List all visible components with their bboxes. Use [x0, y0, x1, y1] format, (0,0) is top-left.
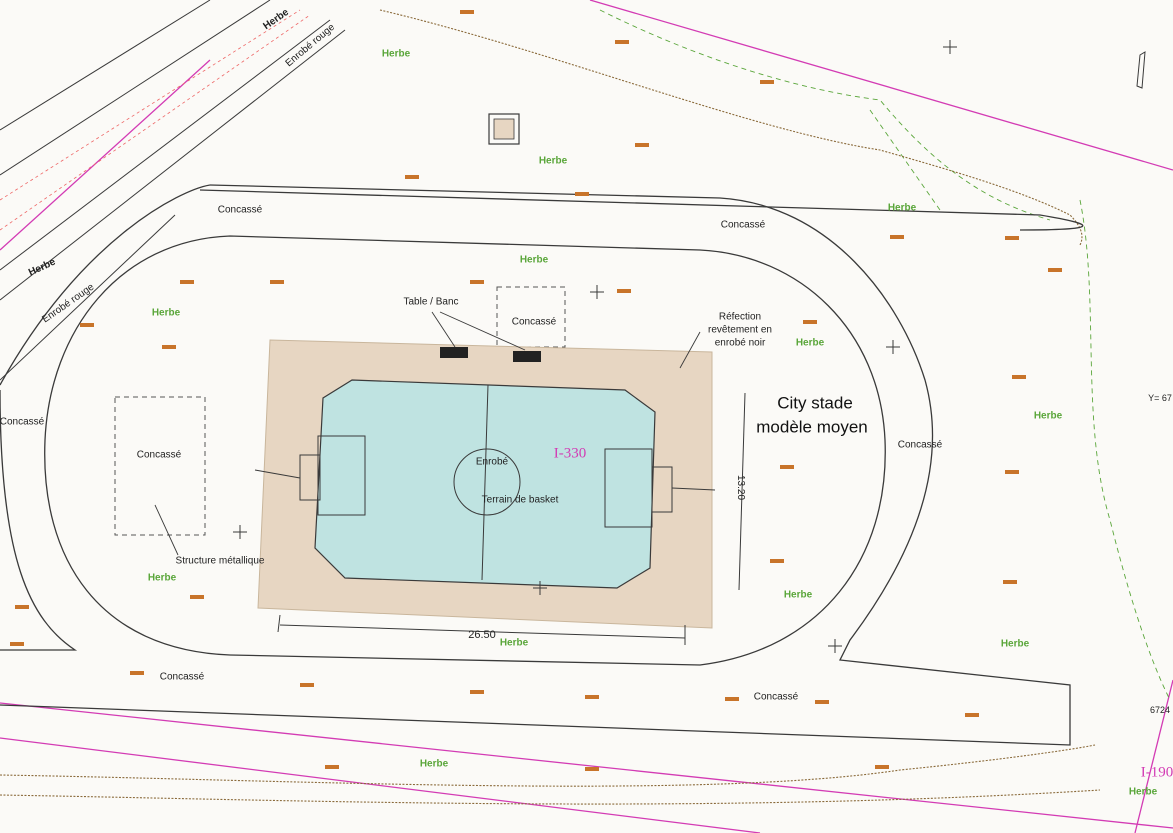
path-band-hatch	[0, 9, 311, 231]
outer-track	[0, 184, 1084, 746]
gravel-label: Concassé	[0, 416, 45, 428]
grass-label: Herbe	[519, 254, 549, 266]
path-band	[0, 0, 346, 381]
grass-label: Herbe	[151, 307, 181, 319]
bench-right	[513, 351, 541, 362]
gravel-label: Concassé	[753, 691, 799, 703]
city-stade-title-1: City stade	[777, 393, 853, 413]
gravel-label: Concassé	[217, 204, 263, 216]
grass-label: Herbe	[887, 202, 917, 214]
leader-lines	[154, 311, 701, 556]
gravel-label: Concassé	[897, 439, 943, 451]
coordinate-label: Y= 67	[1148, 393, 1172, 403]
court-length-dimension: 26.50	[468, 629, 496, 641]
table-bench-label: Table / Banc	[403, 296, 459, 308]
bench-left	[440, 347, 468, 358]
grass-label: Herbe	[1000, 638, 1030, 650]
parcel-number-edge: I-190	[1140, 764, 1173, 781]
gravel-label: Concassé	[159, 671, 205, 683]
court-width-dimension: 13.20	[735, 474, 747, 501]
grass-label: Herbe	[1033, 410, 1063, 422]
grass-label: Herbe	[381, 48, 411, 60]
grass-label: Herbe	[795, 337, 825, 349]
coordinate-label: 6724	[1149, 705, 1171, 715]
manhole-symbol	[488, 113, 520, 145]
basketball-court-label: Terrain de basket	[481, 494, 559, 506]
grass-label: Herbe	[499, 637, 529, 649]
resurfacing-note: Réfection revêtement en enrobé noir	[708, 311, 772, 349]
elevation-points	[10, 10, 1062, 771]
city-stade-title-2: modèle moyen	[756, 417, 868, 437]
metal-structure-label: Structure métallique	[175, 555, 265, 567]
court-markings	[254, 384, 716, 581]
survey-markers	[233, 40, 957, 653]
north-arrow	[1136, 51, 1146, 89]
gravel-label: Concassé	[511, 316, 557, 328]
asphalt-label: Enrobé	[475, 456, 509, 468]
parcel-number-main: I-330	[553, 445, 587, 462]
vegetation-lines	[599, 9, 1171, 701]
grass-label: Herbe	[783, 589, 813, 601]
gravel-label: Concassé	[136, 449, 182, 461]
embankment-lines	[0, 9, 1101, 805]
gravel-label: Concassé	[720, 219, 766, 231]
grass-label: Herbe	[538, 155, 568, 167]
grass-label: Herbe	[419, 758, 449, 770]
grass-label: Herbe	[1128, 786, 1158, 798]
inner-track	[44, 235, 886, 666]
dimension-lines	[277, 392, 746, 645]
grass-label: Herbe	[147, 572, 177, 584]
